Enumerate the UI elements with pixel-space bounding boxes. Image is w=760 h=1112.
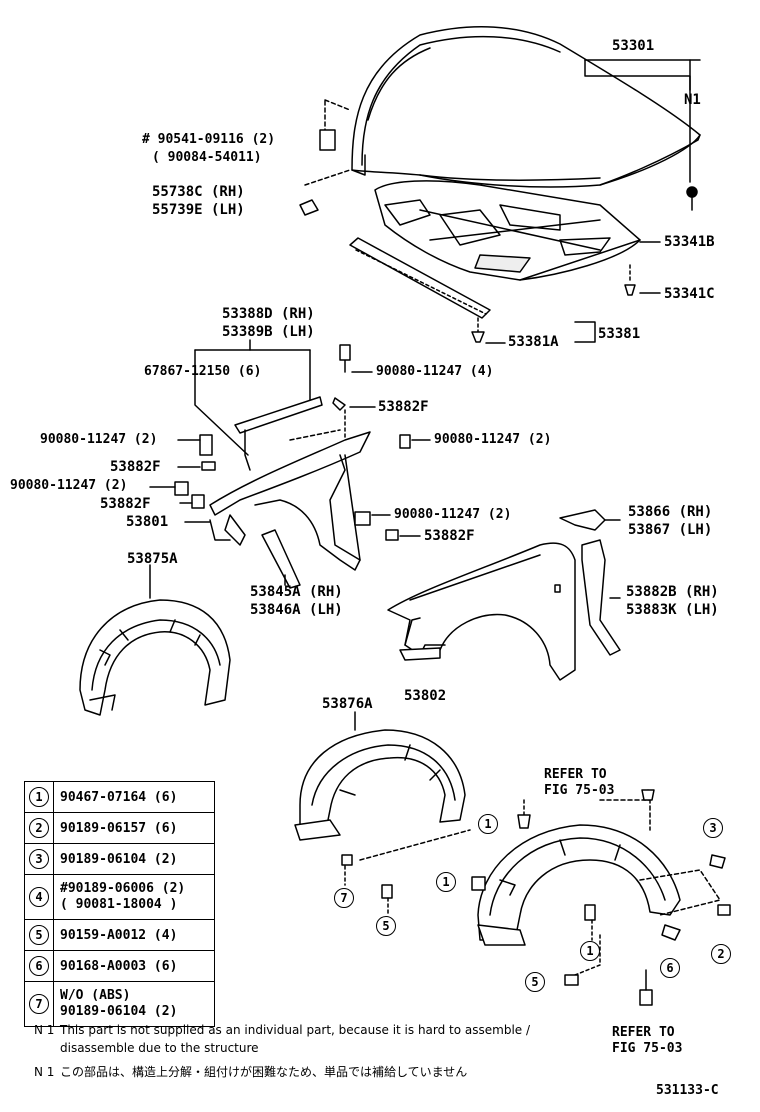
legend-row: 6 90168-A0003 (6) [24, 950, 215, 982]
label-washer-c: 53882F [100, 496, 151, 512]
callout-3: 3 [703, 818, 723, 838]
label-seal-b-parent: 53381 [598, 326, 641, 342]
callout-1: 1 [478, 814, 498, 834]
legend-part: #90189-06006 (2) [60, 881, 186, 896]
fastener-legend-table: 1 90467-07164 (6) 2 90189-06157 (6) 3 90… [24, 781, 215, 1027]
fender-liner-a [79, 599, 231, 716]
label-fender: 53802 [404, 688, 447, 704]
label-washer-a: 53882F [378, 399, 429, 415]
label-seal-lh: 53389B (LH) [222, 324, 315, 340]
callout-7: 7 [334, 888, 354, 908]
legend-number: 4 [29, 887, 49, 907]
legend-part: 90189-06157 (6) [53, 812, 215, 844]
legend-number: 3 [29, 849, 49, 869]
label-hood: 53301 [612, 38, 655, 54]
legend-number: 6 [29, 956, 49, 976]
fender-extension [559, 509, 606, 531]
callout-2: 2 [711, 944, 731, 964]
note-n1-key: N 1 [34, 1065, 55, 1079]
note-n1-english-1: This part is not supplied as an individu… [60, 1023, 531, 1037]
note-n1-english-2: disassemble due to the structure [60, 1041, 259, 1055]
fender-pad [581, 539, 621, 656]
callout-1: 1 [580, 941, 600, 961]
label-brace-rh: 53845A (RH) [250, 584, 343, 600]
legend-part-alt: ( 90081-18004 ) [60, 897, 178, 912]
label-liner-a: 53875A [127, 551, 178, 567]
label-n1-hood: N1 [684, 92, 701, 108]
label-seal-clip: 67867-12150 (6) [144, 364, 262, 379]
label-liner-b: 53876A [322, 696, 373, 712]
label-hood-bolt-2: ( 90084-54011) [152, 150, 262, 165]
label-clip-lh: 55739E (LH) [152, 202, 245, 218]
label-refer-1b: FIG 75-03 [544, 783, 615, 798]
label-clip-rh: 55738C (RH) [152, 184, 245, 200]
legend-part: 90189-06104 (2) [53, 843, 215, 875]
label-ext-rh: 53866 (RH) [628, 504, 713, 520]
label-refer-1a: REFER TO [544, 767, 607, 782]
label-hood-bolt-1: # 90541-09116 (2) [142, 132, 276, 147]
hood-panel [351, 26, 701, 188]
callout-6: 6 [660, 958, 680, 978]
label-refer-2b: FIG 75-03 [612, 1041, 683, 1056]
legend-part-alt: 90189-06104 (2) [60, 1004, 178, 1019]
legend-part: 90168-A0003 (6) [53, 950, 215, 982]
fender-apron [209, 431, 371, 571]
fender-liner-c [477, 824, 681, 946]
callout-5: 5 [525, 972, 545, 992]
label-insulator-clip: 53341C [664, 286, 715, 302]
label-bolt-c: 90080-11247 (2) [434, 432, 552, 447]
label-brace-lh: 53846A (LH) [250, 602, 343, 618]
label-pad-lh: 53883K (LH) [626, 602, 719, 618]
note-n1-key: N 1 [34, 1023, 55, 1037]
legend-row: 5 90159-A0012 (4) [24, 919, 215, 951]
label-washer-b: 53882F [110, 459, 161, 475]
callout-5: 5 [376, 916, 396, 936]
legend-row: 1 90467-07164 (6) [24, 781, 215, 813]
callout-1: 1 [436, 872, 456, 892]
legend-number: 1 [29, 787, 49, 807]
label-seal-b: 53381A [508, 334, 559, 350]
legend-row: 4 #90189-06006 (2) ( 90081-18004 ) [24, 874, 215, 920]
label-ext-lh: 53867 (LH) [628, 522, 713, 538]
fender-brace [261, 529, 301, 589]
label-insulator: 53341B [664, 234, 715, 250]
fender-seal [234, 396, 323, 434]
front-fender [387, 542, 576, 681]
legend-row: 7 W/O (ABS) 90189-06104 (2) [24, 981, 215, 1027]
legend-number: 7 [29, 994, 49, 1014]
hood-insulator [374, 180, 641, 281]
legend-row: 3 90189-06104 (2) [24, 843, 215, 875]
legend-part: 90159-A0012 (4) [53, 919, 215, 951]
label-bolt-d: 90080-11247 (2) [10, 478, 128, 493]
label-bolt-a: 90080-11247 (4) [376, 364, 494, 379]
legend-number: 2 [29, 818, 49, 838]
label-washer-d: 53882F [424, 528, 475, 544]
label-seal-rh: 53388D (RH) [222, 306, 315, 322]
legend-number: 5 [29, 925, 49, 945]
legend-part: 90467-07164 (6) [53, 781, 215, 813]
legend-row: 2 90189-06157 (6) [24, 812, 215, 844]
label-bracket: 53801 [126, 514, 169, 530]
label-pad-rh: 53882B (RH) [626, 584, 719, 600]
label-refer-2a: REFER TO [612, 1025, 675, 1040]
note-n1-japanese: この部品は、構造上分解・組付けが困難なため、単品では補給していません [60, 1065, 468, 1079]
label-bolt-b: 90080-11247 (2) [40, 432, 158, 447]
fender-liner-b [294, 729, 466, 841]
legend-part: W/O (ABS) [60, 988, 131, 1003]
label-figure-code: 531133-C [656, 1083, 719, 1098]
label-bolt-e: 90080-11247 (2) [394, 507, 512, 522]
